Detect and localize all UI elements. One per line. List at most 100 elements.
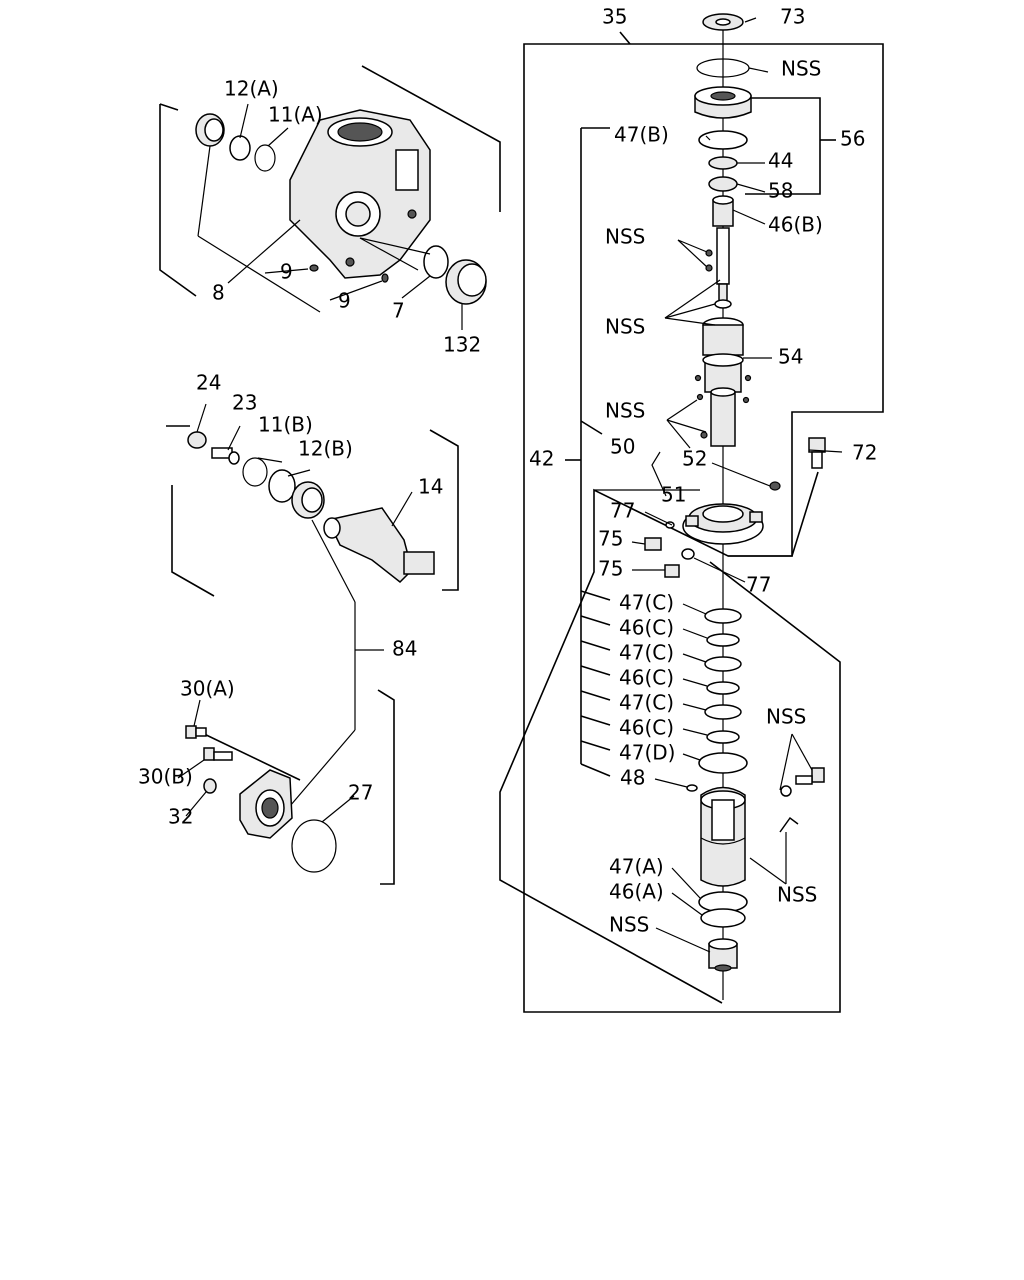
label-47c-2: 47(C) [619,641,674,665]
label-46c-2: 46(C) [619,666,674,690]
label-47c-1: 47(C) [619,591,674,615]
o-ring-7 [423,245,449,279]
o-ring-47d [698,752,748,774]
label-52: 52 [682,447,707,471]
label-73: 73 [780,5,805,29]
label-35: 35 [602,5,627,29]
label-11b: 11(B) [258,413,313,437]
label-58: 58 [768,179,793,203]
label-30b: 30(B) [138,765,193,789]
plug-56 [694,86,752,119]
label-48: 48 [620,766,645,790]
label-23: 23 [232,391,257,415]
bolt-nss [795,767,825,785]
bolt-30a [185,725,207,739]
washer-73 [702,13,744,31]
label-46a: 46(A) [609,880,664,904]
label-32: 32 [168,805,193,829]
label-75-lower: 75 [598,557,623,581]
callout-labels: 35 73 NSS 56 47(B) 44 58 46(B) NSS NSS 5… [138,5,877,937]
cover-132 [445,259,487,305]
label-50: 50 [610,435,635,459]
side-cover [239,769,293,839]
fitting-75-b [664,564,680,578]
ring-46c-1 [706,633,740,647]
label-54: 54 [778,345,803,369]
label-42: 42 [529,447,554,471]
label-47b: 47(B) [614,123,669,147]
label-11a: 11(A) [268,103,323,127]
label-14: 14 [418,475,443,499]
label-12a: 12(A) [224,77,279,101]
label-77-upper: 77 [610,499,635,523]
bracket-56 [745,97,821,195]
label-nss-valve: NSS [605,399,645,423]
tube-nss [779,816,799,833]
o-ring-47c-1 [704,608,742,624]
valve-housing-51 [682,503,764,545]
shaft-leaders [196,403,413,807]
bearing-12a [195,113,225,147]
label-nss-plug: NSS [609,913,649,937]
bolt-30b [203,747,233,761]
label-72: 72 [852,441,877,465]
valve-shaft [705,227,730,303]
right-leaders [631,17,843,953]
label-75-upper: 75 [598,527,623,551]
seal-12b [268,469,296,503]
ring-46a [700,908,746,928]
label-nss-tube: NSS [777,883,817,907]
ring-46c-2 [706,681,740,695]
label-47c-3: 47(C) [619,691,674,715]
snap-ring-11b [242,457,268,487]
label-nss-pins: NSS [605,225,645,249]
o-ring-77 [681,548,695,560]
label-44: 44 [768,149,793,173]
label-12b: 12(B) [298,437,353,461]
label-77-lower: 77 [746,573,771,597]
bearing-84 [291,481,325,519]
label-nss-shaft: NSS [605,315,645,339]
housing-leaders [197,103,463,330]
valve-group-outline [499,471,819,1004]
label-nss-snap-ring: NSS [781,57,821,81]
label-84: 84 [392,637,417,661]
washer-nss [780,785,792,797]
label-9-upper: 9 [280,260,293,284]
plug-9a [309,264,319,272]
label-47a: 47(A) [609,855,664,879]
label-30a: 30(A) [180,677,235,701]
seal-11a-outer [229,135,251,161]
label-46b: 46(B) [768,213,823,237]
bracket-42 [565,127,611,777]
cover-group-bracket [199,689,395,885]
bolt-72 [808,437,826,469]
label-24: 24 [196,371,221,395]
label-nss-bolt: NSS [766,705,806,729]
label-132: 132 [443,333,481,357]
label-46c-3: 46(C) [619,716,674,740]
shaft-group-bracket [166,425,459,597]
ring-nss [714,299,732,309]
o-ring-47c-3 [704,704,742,720]
nut-32 [203,778,217,794]
ring-46b [712,195,734,227]
plug-9b [381,273,389,283]
label-8: 8 [212,281,225,305]
screw-23 [211,447,240,465]
seal-44 [708,156,738,170]
label-56: 56 [840,127,865,151]
snap-ring-11a [254,144,276,172]
bolt-52 [769,481,781,491]
gear-housing-8 [289,109,431,279]
piston [700,786,746,887]
cover-leaders [177,699,355,823]
label-51: 51 [661,483,686,507]
o-ring-27 [291,819,337,873]
label-27: 27 [348,781,373,805]
label-7: 7 [392,299,405,323]
rotary-valve-54 [694,317,752,447]
sector-shaft-14 [323,507,435,584]
o-ring-47c-2 [704,656,742,672]
